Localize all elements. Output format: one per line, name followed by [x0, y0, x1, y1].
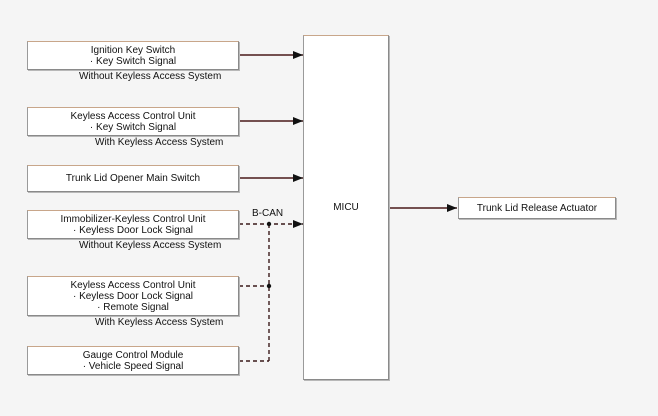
- micu-box: MICU: [303, 35, 389, 380]
- bcan-label: B-CAN: [252, 208, 284, 219]
- source-line: Gauge Control Module: [82, 349, 184, 361]
- source-line: Ignition Key Switch: [90, 44, 176, 56]
- caption-without-keyless: Without Keyless Access System: [79, 71, 222, 82]
- source-line: Keyless Access Control Unit: [70, 279, 196, 291]
- source-ignition-key-switch: Ignition Key Switch · Key Switch Signal: [27, 41, 239, 70]
- bcan-junction: [266, 221, 272, 227]
- caption-with-keyless: With Keyless Access System: [95, 317, 224, 328]
- source-line: · Key Switch Signal: [89, 121, 177, 133]
- source-line: · Keyless Door Lock Signal: [72, 224, 194, 236]
- source-line: Trunk Lid Opener Main Switch: [65, 173, 201, 184]
- output-trunk-lid-release-actuator: Trunk Lid Release Actuator: [458, 197, 616, 219]
- source-immobilizer-keyless-control-unit: Immobilizer-Keyless Control Unit · Keyle…: [27, 210, 239, 239]
- source-keyless-access-door-lock: Keyless Access Control Unit · Keyless Do…: [27, 276, 239, 316]
- output-label: Trunk Lid Release Actuator: [476, 202, 598, 214]
- source-line: · Remote Signal: [97, 301, 169, 313]
- micu-label: MICU: [333, 202, 359, 213]
- source-line: Keyless Access Control Unit: [70, 110, 196, 122]
- caption-without-keyless: Without Keyless Access System: [79, 240, 222, 251]
- source-keyless-access-key-switch: Keyless Access Control Unit · Key Switch…: [27, 107, 239, 136]
- source-trunk-lid-opener-main-switch: Trunk Lid Opener Main Switch: [27, 165, 239, 192]
- source-gauge-control-module: Gauge Control Module · Vehicle Speed Sig…: [27, 346, 239, 375]
- source-line: · Vehicle Speed Signal: [82, 360, 184, 372]
- source-line: · Key Switch Signal: [89, 55, 177, 67]
- caption-with-keyless: With Keyless Access System: [95, 137, 224, 148]
- bcan-junction: [266, 283, 272, 289]
- source-line: Immobilizer-Keyless Control Unit: [60, 213, 206, 225]
- source-line: · Keyless Door Lock Signal: [72, 290, 194, 302]
